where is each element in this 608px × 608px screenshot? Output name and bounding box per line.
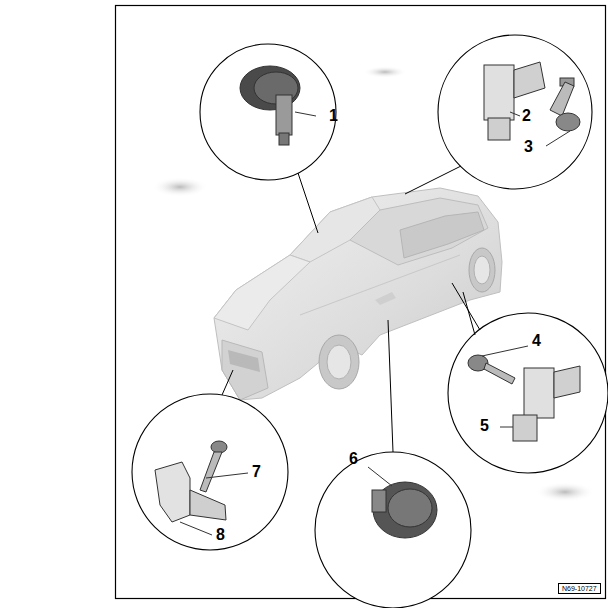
- detail-circle: [200, 44, 336, 180]
- callout-number: 3: [523, 139, 534, 155]
- detail-circle: [132, 394, 288, 550]
- figure-code: N69-10727: [558, 583, 601, 594]
- callout-number: 4: [531, 333, 542, 349]
- detail-circle: [448, 313, 608, 473]
- callout-number: 2: [521, 108, 532, 124]
- callout-number: 7: [251, 464, 262, 480]
- detail-circle: [315, 452, 471, 608]
- detail-circle: [438, 35, 592, 189]
- callout-number: 1: [328, 108, 339, 124]
- callout-number: 6: [348, 451, 359, 467]
- callout-number: 8: [215, 527, 226, 543]
- callout-number: 5: [479, 418, 490, 434]
